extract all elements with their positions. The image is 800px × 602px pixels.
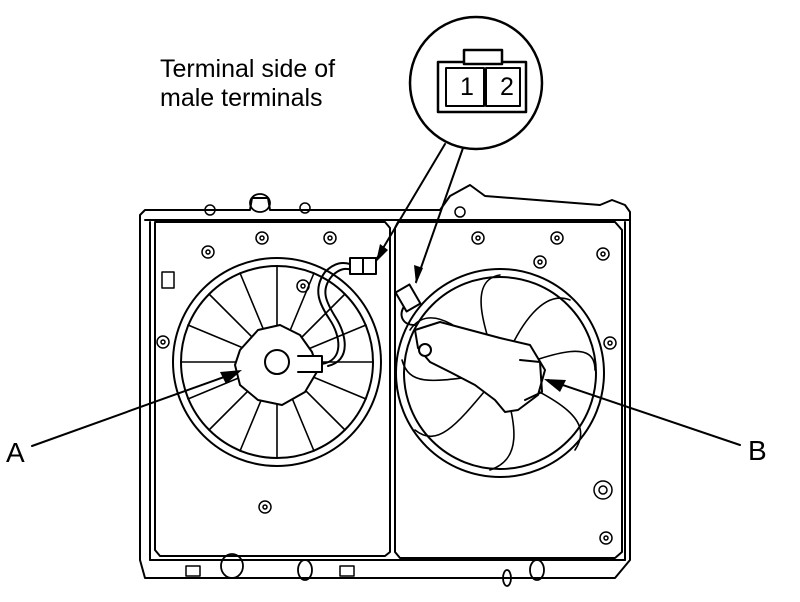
fan-b-harness [394, 283, 422, 326]
bottom-bolts [185, 193, 545, 587]
mounting-holes [156, 202, 617, 545]
arrow-head-b-connector [414, 265, 423, 284]
terminal-2-cavity [485, 67, 521, 107]
caption-line-1: Terminal side of [160, 55, 336, 83]
callout-leaders [31, 371, 741, 447]
terminal-1-cavity [445, 67, 485, 107]
bubble-leaders [375, 143, 464, 283]
callout-b: B [748, 435, 767, 466]
terminal-1-label: 1 [460, 73, 474, 101]
fan-b-motor-housing [414, 321, 546, 413]
connector-body [436, 60, 528, 114]
left-shroud [154, 221, 391, 557]
caption-line-2: male terminals [160, 84, 323, 112]
fan-a-harness [317, 257, 377, 367]
right-shroud [394, 221, 623, 559]
arrow-head-a [220, 370, 242, 384]
callout-a: A [6, 437, 25, 468]
fan-a [172, 257, 382, 467]
connector-latch [462, 48, 504, 66]
fan-b [395, 268, 605, 478]
fan-b-connector [394, 283, 422, 313]
connector-detail-bubble [408, 15, 544, 151]
connector-caption: Terminal side of male terminals [160, 55, 335, 113]
arrow-head-a-connector [376, 244, 388, 262]
terminal-2-label: 2 [500, 73, 514, 101]
arrow-head-b [544, 379, 566, 392]
